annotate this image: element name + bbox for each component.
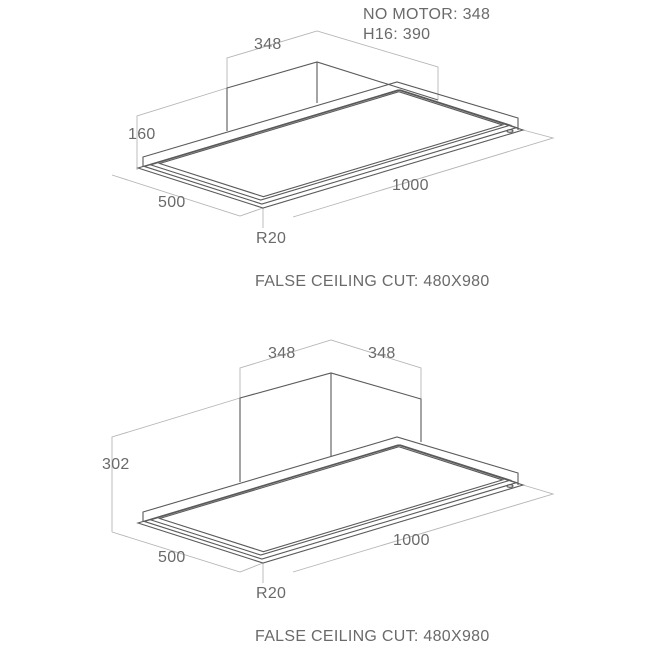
panel-screw-icon [506, 129, 514, 133]
panel-frame [142, 89, 519, 205]
top-motor-box [226, 61, 439, 131]
panel-outer-edge [136, 444, 525, 564]
bottom-hood-drawing [111, 339, 555, 583]
bottom-width-left-label: 348 [268, 345, 296, 362]
panel-frame-inner [148, 444, 513, 556]
bottom-length-label: 1000 [393, 532, 430, 549]
bottom-radius-label: R20 [256, 585, 287, 602]
top-panel [136, 81, 525, 209]
panel-frame [142, 444, 519, 560]
no-motor-note: NO MOTOR: 348 [363, 6, 491, 23]
panel-light-strip [157, 446, 505, 553]
h16-note: H16: 390 [363, 26, 431, 43]
panel-rim [142, 436, 519, 522]
bottom-width-right-label: 348 [368, 345, 396, 362]
top-length-label: 1000 [392, 177, 429, 194]
bottom-dimension-lines [111, 339, 555, 583]
top-hood-drawing [111, 30, 555, 228]
panel-outer-edge [136, 89, 525, 209]
top-dimension-lines [111, 30, 555, 228]
bottom-motor-box [239, 372, 422, 482]
top-cut-note: FALSE CEILING CUT: 480X980 [255, 273, 490, 290]
panel-screw-icon [506, 484, 514, 488]
panel-light-strip [157, 91, 505, 198]
bottom-height-label: 302 [102, 456, 130, 473]
panel-frame-inner [148, 89, 513, 201]
bottom-cut-note: FALSE CEILING CUT: 480X980 [255, 628, 490, 645]
top-width-label: 348 [254, 36, 282, 53]
top-height-label: 160 [128, 126, 156, 143]
top-radius-label: R20 [256, 230, 287, 247]
bottom-depth-label: 500 [158, 549, 186, 566]
top-depth-label: 500 [158, 194, 186, 211]
panel-rim [142, 81, 519, 167]
bottom-panel [136, 436, 525, 564]
